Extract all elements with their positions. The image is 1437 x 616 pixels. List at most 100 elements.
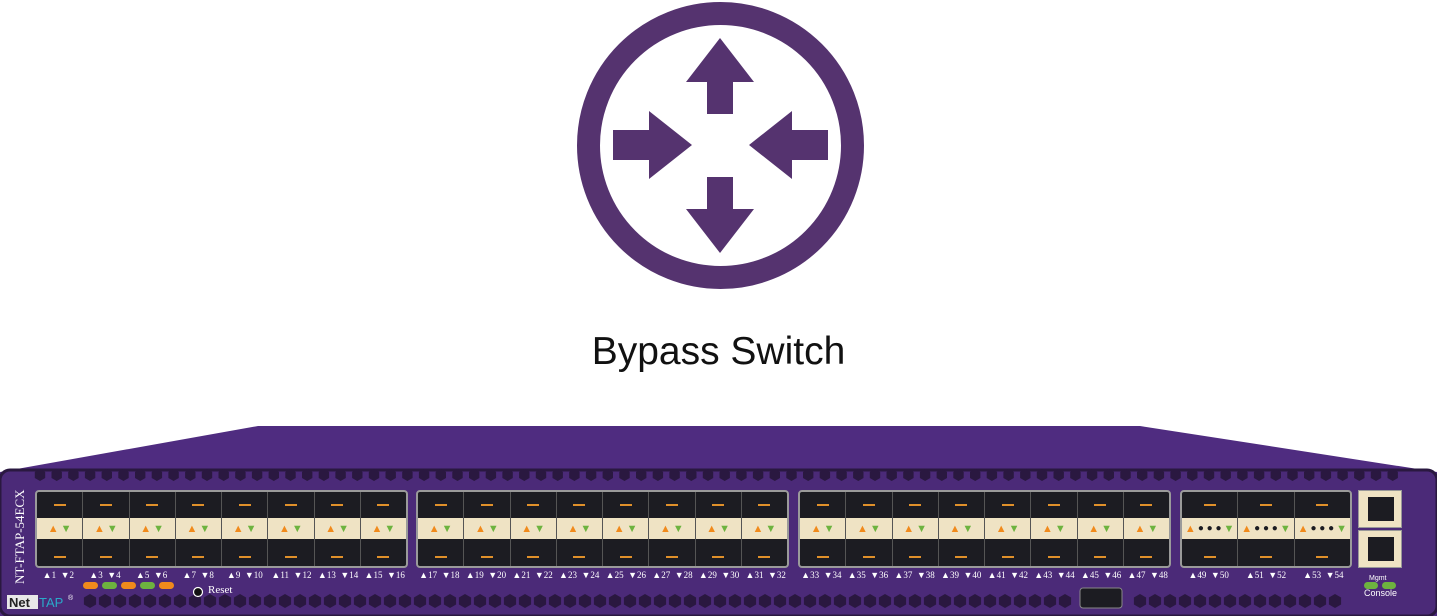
port-cage-13-14[interactable]: ▲▼	[314, 492, 361, 566]
port-cage-25-26[interactable]: ▲▼	[603, 492, 650, 566]
port-label-row: ▲1 ▼2▲3 ▼4▲5 ▼6▲7 ▼8▲9 ▼10▲11 ▼12▲13 ▼14…	[35, 570, 408, 580]
port-label: ▲49 ▼50	[1188, 570, 1229, 580]
vent-hole	[619, 469, 630, 481]
reset-button[interactable]	[192, 586, 204, 598]
console-rj45-port[interactable]	[1358, 530, 1402, 568]
rx-arrow-icon: ▼	[916, 522, 928, 535]
port-number: 24	[590, 570, 600, 580]
port-cage-3-4[interactable]: ▲▼	[83, 492, 130, 566]
port-cage-11-12[interactable]: ▲▼	[268, 492, 315, 566]
link-led	[1259, 556, 1272, 558]
vent-hole	[548, 594, 562, 608]
port-cage-51-52[interactable]: ▲● ● ●▼	[1238, 492, 1295, 566]
vent-hole	[569, 469, 580, 481]
port-number: 8	[209, 570, 214, 580]
port-label: ▲3 ▼4	[89, 570, 121, 580]
port-band: ▲▼	[175, 518, 221, 539]
port-label-row: ▲49 ▼50▲51 ▼52▲53 ▼54	[1180, 570, 1352, 580]
rx-arrow-icon: ▼	[1008, 522, 1020, 535]
port-cage-21-22[interactable]: ▲▼	[510, 492, 557, 566]
console-label: Console	[1364, 588, 1397, 598]
port-number: 29	[707, 570, 717, 580]
port-label: ▲51 ▼52	[1245, 570, 1287, 580]
port-cage-43-44[interactable]: ▲▼	[1031, 492, 1078, 566]
port-cage-41-42[interactable]: ▲▼	[985, 492, 1032, 566]
vent-hole	[1337, 469, 1348, 481]
port-number: 38	[925, 570, 935, 580]
vent-hole	[652, 469, 664, 481]
vent-hole	[101, 469, 112, 481]
link-led	[377, 556, 390, 558]
vent-hole	[233, 594, 247, 608]
rx-arrow-icon: ▼	[1336, 522, 1348, 535]
port-cage-49-50[interactable]: ▲● ● ●▼	[1182, 492, 1239, 566]
tx-arrow-icon: ▲	[1041, 522, 1053, 535]
vent-hole	[669, 469, 680, 481]
port-number: 43	[1043, 570, 1053, 580]
port-number: 36	[879, 570, 889, 580]
port-cage-33-34[interactable]: ▲▼	[800, 492, 847, 566]
vent-hole	[1170, 469, 1181, 481]
port-label: ▲45 ▼46	[1080, 570, 1122, 580]
port-cage-53-54[interactable]: ▲● ● ●▼	[1294, 492, 1350, 566]
port-cage-45-46[interactable]: ▲▼	[1077, 492, 1124, 566]
tx-arrow-icon: ▲	[1241, 522, 1253, 535]
vent-hole	[1148, 594, 1162, 608]
rx-arrow-icon: ▼	[291, 522, 303, 535]
vent-hole	[786, 469, 797, 481]
port-band: ▲▼	[985, 518, 1031, 539]
vent-hole	[428, 594, 442, 608]
port-cage-47-48[interactable]: ▲▼	[1123, 492, 1169, 566]
port-number: 14	[349, 570, 359, 580]
port-cage-23-24[interactable]: ▲▼	[556, 492, 603, 566]
link-led	[665, 504, 678, 506]
port-cage-15-16[interactable]: ▲▼	[360, 492, 406, 566]
vent-hole	[485, 469, 497, 481]
vent-hole	[1298, 594, 1312, 608]
port-cage-7-8[interactable]: ▲▼	[175, 492, 222, 566]
port-cage-37-38[interactable]: ▲▼	[892, 492, 939, 566]
vent-hole	[863, 594, 877, 608]
vent-hole	[769, 469, 780, 481]
port-label: ▲39 ▼40	[941, 570, 982, 580]
port-cage-27-28[interactable]: ▲▼	[649, 492, 696, 566]
port-number: 19	[474, 570, 484, 580]
reset-label: Reset	[208, 584, 232, 596]
port-cage-35-36[interactable]: ▲▼	[846, 492, 893, 566]
port-number: 37	[903, 570, 913, 580]
vent-hole	[563, 594, 577, 608]
port-label: ▲43 ▼44	[1034, 570, 1075, 580]
port-number: 17	[428, 570, 438, 580]
port-number: 48	[1158, 570, 1168, 580]
port-cage-19-20[interactable]: ▲▼	[464, 492, 511, 566]
port-cage-39-40[interactable]: ▲▼	[938, 492, 985, 566]
usb-port[interactable]	[1079, 587, 1123, 609]
port-cage-17-18[interactable]: ▲▼	[418, 492, 465, 566]
port-label: ▲31 ▼32	[745, 570, 786, 580]
vent-hole	[452, 469, 463, 481]
mgmt-rj45-port[interactable]	[1358, 490, 1402, 528]
link-led	[192, 556, 205, 558]
port-number: 53	[1312, 570, 1322, 580]
port-cage-9-10[interactable]: ▲▼	[222, 492, 269, 566]
port-label: ▲37 ▼38	[894, 570, 935, 580]
link-led	[1094, 556, 1107, 558]
vent-hole	[293, 594, 307, 608]
link-led	[1001, 504, 1014, 506]
vent-hole	[953, 594, 967, 608]
vent-hole	[1237, 469, 1248, 481]
port-cage-1-2[interactable]: ▲▼	[37, 492, 84, 566]
port-number: 9	[235, 570, 241, 580]
tx-arrow-icon: ▲	[856, 522, 868, 535]
vent-hole	[728, 594, 742, 608]
port-cage-29-30[interactable]: ▲▼	[695, 492, 742, 566]
port-band: ▲▼	[938, 518, 984, 539]
port-cage-31-32[interactable]: ▲▼	[741, 492, 787, 566]
port-band: ▲▼	[603, 518, 649, 539]
port-number: 52	[1277, 570, 1287, 580]
port-cage-5-6[interactable]: ▲▼	[129, 492, 176, 566]
tx-arrow-icon: ▲	[949, 522, 961, 535]
vent-hole	[702, 469, 714, 481]
port-band: ▲● ● ●▼	[1182, 518, 1238, 539]
vent-hole	[1313, 594, 1327, 608]
